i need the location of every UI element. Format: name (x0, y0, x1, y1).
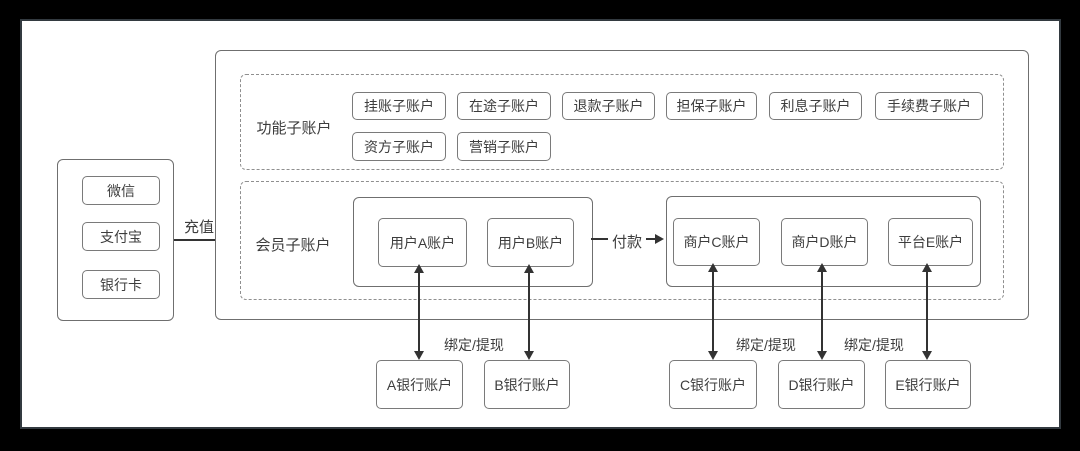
function-section-title: 功能子账户 (256, 120, 332, 137)
arrow-head-up-icon (708, 263, 718, 272)
function-account-box: 利息子账户 (769, 92, 862, 120)
arrow-head-down-icon (922, 351, 932, 360)
bind-withdraw-label: 绑定/提现 (736, 337, 796, 353)
arrow-head-down-icon (708, 351, 718, 360)
payment-channels-box: 微信 支付宝 银行卡 (57, 159, 174, 321)
bind-withdraw-label: 绑定/提现 (444, 337, 504, 353)
user-accounts-group-box: 用户A账户 用户B账户 (353, 197, 593, 287)
recharge-label: 充值 (183, 219, 214, 236)
bind-arrow-a (413, 264, 425, 360)
bind-withdraw-label: 绑定/提现 (844, 337, 904, 353)
arrow-line (712, 270, 714, 353)
channel-wechat-box: 微信 (82, 176, 160, 205)
arrow-head-up-icon (817, 263, 827, 272)
channel-bankcard-box: 银行卡 (82, 270, 160, 299)
arrow-line (418, 271, 420, 353)
function-account-box: 手续费子账户 (875, 92, 983, 120)
function-account-box: 挂账子账户 (352, 92, 446, 120)
arrow-head-right-icon (655, 234, 664, 244)
bind-arrow-d (816, 263, 828, 360)
bank-d-account-box: D银行账户 (778, 360, 865, 409)
arrow-line (821, 270, 823, 353)
diagram-panel: 微信 支付宝 银行卡 充值 功能子账户 挂账子账户 在途子账户 退款子账户 担保… (20, 19, 1061, 429)
function-account-box: 营销子账户 (457, 132, 551, 161)
bind-arrow-e (921, 263, 933, 360)
arrow-head-up-icon (414, 264, 424, 273)
arrow-head-up-icon (922, 263, 932, 272)
function-account-box: 担保子账户 (666, 92, 757, 120)
user-b-account-box: 用户B账户 (487, 218, 574, 267)
bind-arrow-c (707, 263, 719, 360)
payment-label: 付款 (608, 231, 646, 252)
account-system-box: 功能子账户 挂账子账户 在途子账户 退款子账户 担保子账户 利息子账户 手续费子… (215, 50, 1029, 320)
merchant-c-account-box: 商户C账户 (673, 218, 760, 266)
bind-arrow-b (523, 264, 535, 360)
user-a-account-box: 用户A账户 (378, 218, 467, 267)
arrow-line (174, 239, 232, 241)
arrow-head-down-icon (414, 351, 424, 360)
merchant-d-account-box: 商户D账户 (781, 218, 868, 266)
bank-b-account-box: B银行账户 (484, 360, 570, 409)
arrow-head-up-icon (524, 264, 534, 273)
arrow-line (926, 270, 928, 353)
bank-c-account-box: C银行账户 (669, 360, 757, 409)
function-account-box: 退款子账户 (562, 92, 655, 120)
function-account-box: 在途子账户 (457, 92, 551, 120)
member-section-title: 会员子账户 (255, 237, 331, 254)
arrow-head-down-icon (817, 351, 827, 360)
channel-alipay-box: 支付宝 (82, 222, 160, 251)
function-subaccounts-section: 功能子账户 挂账子账户 在途子账户 退款子账户 担保子账户 利息子账户 手续费子… (240, 74, 1004, 170)
arrow-line (528, 271, 530, 353)
arrow-head-down-icon (524, 351, 534, 360)
function-account-box: 资方子账户 (352, 132, 446, 161)
bank-a-account-box: A银行账户 (376, 360, 463, 409)
platform-e-account-box: 平台E账户 (888, 218, 973, 266)
bank-e-account-box: E银行账户 (885, 360, 971, 409)
